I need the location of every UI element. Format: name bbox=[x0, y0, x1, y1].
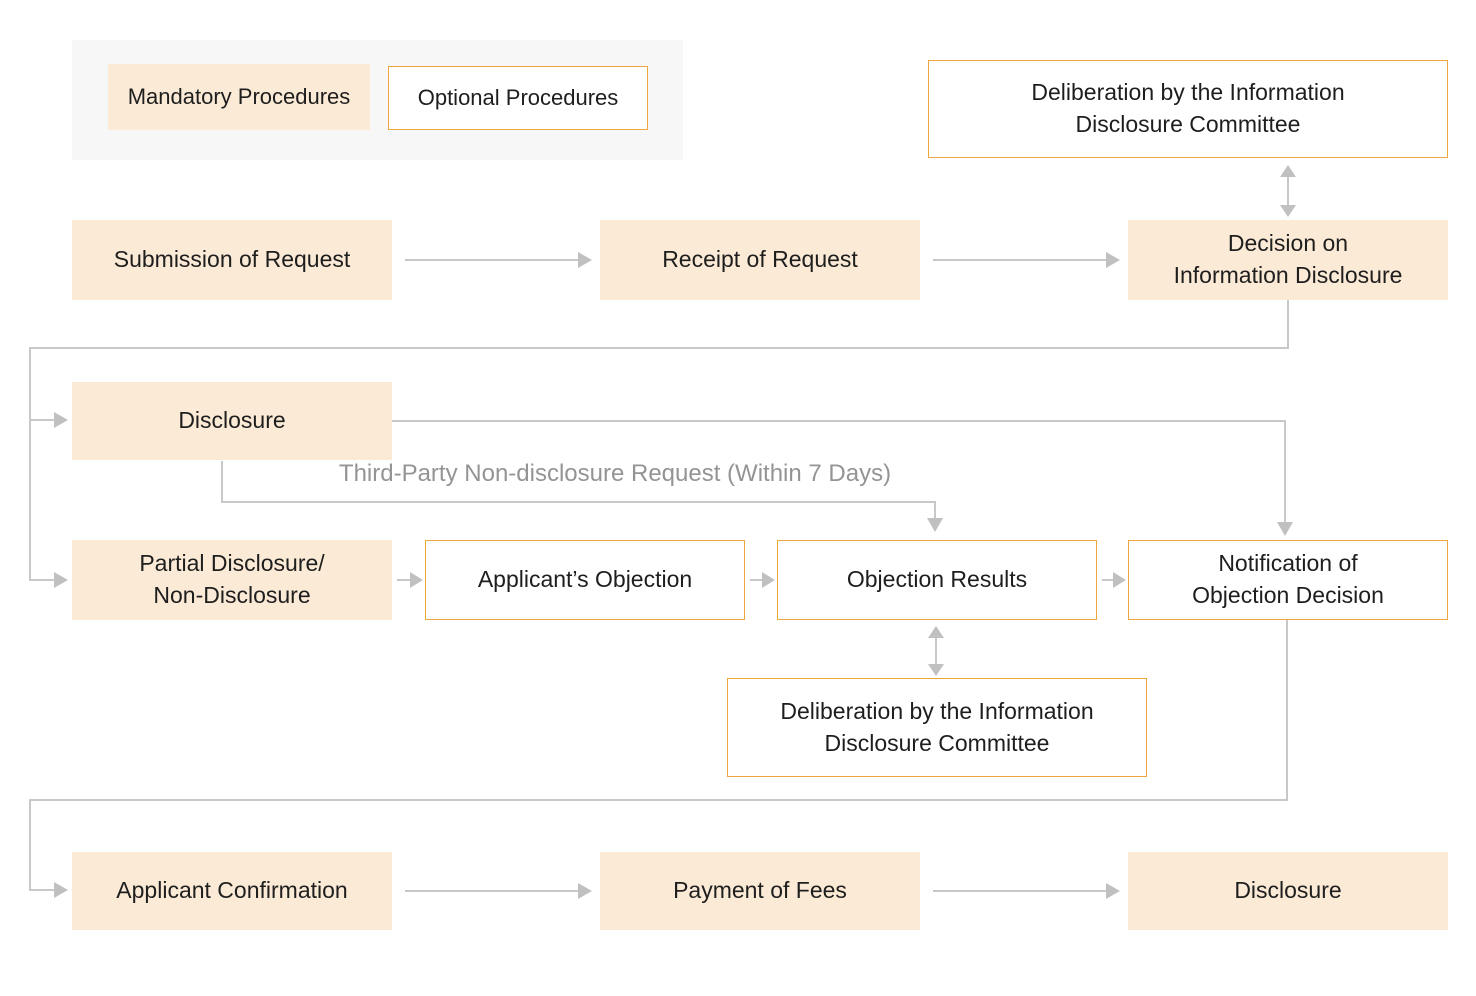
node-objection-results: Objection Results bbox=[777, 540, 1097, 620]
legend-optional: Optional Procedures bbox=[388, 66, 648, 130]
node-partial-disclosure: Partial Disclosure/ Non-Disclosure bbox=[72, 540, 392, 620]
connector-objection-results bbox=[750, 572, 775, 588]
node-applicant-confirmation: Applicant Confirmation bbox=[72, 852, 392, 930]
connector-deliberation-decision bbox=[1280, 165, 1296, 217]
third-party-branch-label: Third-Party Non-disclosure Request (With… bbox=[338, 460, 892, 487]
connector-receipt-decision bbox=[933, 252, 1120, 268]
connector-submission-receipt bbox=[405, 252, 592, 268]
node-submission-of-request: Submission of Request bbox=[72, 220, 392, 300]
legend: Mandatory Procedures Optional Procedures bbox=[72, 40, 683, 160]
connector-confirmation-payment bbox=[405, 883, 592, 899]
node-decision-on-disclosure: Decision on Information Disclosure bbox=[1128, 220, 1448, 300]
connector-payment-disclosure bbox=[933, 883, 1120, 899]
node-applicant-objection: Applicant’s Objection bbox=[425, 540, 745, 620]
node-receipt-of-request: Receipt of Request bbox=[600, 220, 920, 300]
node-final-disclosure: Disclosure bbox=[1128, 852, 1448, 930]
legend-mandatory: Mandatory Procedures bbox=[108, 64, 370, 130]
node-disclosure: Disclosure bbox=[72, 382, 392, 460]
connector-partial-objection bbox=[397, 572, 423, 588]
node-deliberation-committee-top: Deliberation by the Information Disclosu… bbox=[928, 60, 1448, 158]
connector-results-deliberation bbox=[928, 626, 944, 676]
node-deliberation-committee-bottom: Deliberation by the Information Disclosu… bbox=[727, 678, 1147, 777]
node-notification-of-objection-decision: Notification of Objection Decision bbox=[1128, 540, 1448, 620]
node-payment-of-fees: Payment of Fees bbox=[600, 852, 920, 930]
connector-results-notification bbox=[1102, 572, 1126, 588]
